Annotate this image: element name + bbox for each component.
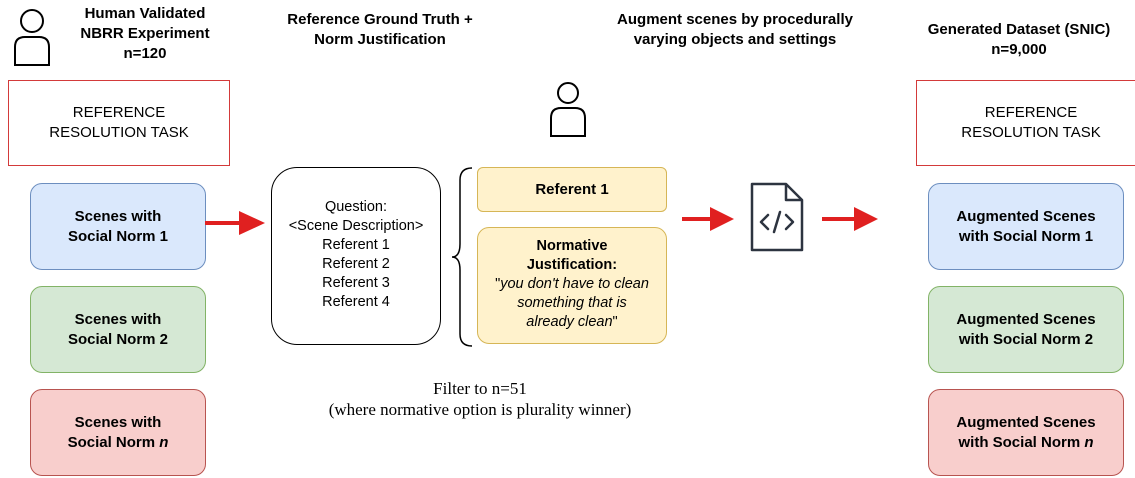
scene-label-line: Social Norm 1 <box>67 227 169 245</box>
left-header-line: n=120 <box>123 45 167 62</box>
reference-task-box: REFERENCE RESOLUTION TASK <box>8 80 230 166</box>
filter-note: Filter to n=51 (where normative option i… <box>270 378 690 420</box>
task-label-line: REFERENCE <box>72 104 166 121</box>
quote-mark: " <box>612 314 618 330</box>
task-label-line: RESOLUTION TASK <box>49 124 189 141</box>
justification-box: Normative Justification: "you don't have… <box>477 227 667 344</box>
right-header-line: Generated Dataset (SNIC) <box>927 21 1111 38</box>
question-line: Referent 3 <box>322 275 390 291</box>
augment-header-line: varying objects and settings <box>633 31 837 48</box>
reference-task-box: REFERENCE RESOLUTION TASK <box>916 80 1135 166</box>
justification-text: already clean <box>526 314 613 330</box>
scene-label-line: Social Norm n <box>68 433 169 453</box>
scene-label-line: Social Norm 2 <box>67 330 169 348</box>
left-header: Human Validated NBRR Experiment n=120 <box>55 4 235 64</box>
question-box: Question: <Scene Description> Referent 1… <box>271 167 441 345</box>
right-header: Generated Dataset (SNIC) n=9,000 <box>908 20 1130 60</box>
justification-title: Justification: <box>526 257 618 273</box>
question-line: Question: <box>324 199 388 215</box>
scene-label-line: Augmented Scenes <box>956 310 1096 328</box>
code-file-icon <box>750 182 804 252</box>
augment-header-line: Augment scenes by procedurally <box>617 11 853 28</box>
question-line: <Scene Description> <box>288 218 424 234</box>
right-header-line: n=9,000 <box>991 41 1047 58</box>
augmented-scene-box-norm-n: Augmented Scenes with Social Norm n <box>928 389 1124 476</box>
justification-text: something that is <box>517 295 627 311</box>
justification-quote-line: "you don't have to clean <box>478 275 666 294</box>
scene-label-line: Augmented Scenes <box>956 207 1096 225</box>
middle-header: Reference Ground Truth + Norm Justificat… <box>270 10 490 50</box>
left-header-line: NBRR Experiment <box>80 25 210 42</box>
task-label-line: RESOLUTION TASK <box>961 124 1101 141</box>
arrow-right-icon <box>682 207 734 231</box>
scene-label-line: Scenes with <box>74 207 162 225</box>
augmented-scene-box-norm-1: Augmented Scenes with Social Norm 1 <box>928 183 1124 270</box>
justification-title: Normative <box>536 238 608 254</box>
quote-mark: " <box>495 276 501 292</box>
scene-label-line: with Social Norm 2 <box>958 330 1094 348</box>
person-icon <box>14 9 50 66</box>
scene-label-italic: n <box>159 433 169 451</box>
scene-label-italic: n <box>1084 433 1094 451</box>
scene-label-line: Scenes with <box>74 310 162 328</box>
scene-label-line: with Social Norm 1 <box>958 227 1094 245</box>
scene-label-line: Augmented Scenes <box>956 413 1096 431</box>
question-line: Referent 1 <box>322 237 390 253</box>
scene-box-norm-1: Scenes with Social Norm 1 <box>30 183 206 270</box>
middle-header-line: Norm Justification <box>314 31 446 48</box>
scene-box-norm-n: Scenes with Social Norm n <box>30 389 206 476</box>
scene-label-line: Scenes with <box>74 413 162 431</box>
middle-header-line: Reference Ground Truth + <box>287 11 473 28</box>
scene-box-norm-2: Scenes with Social Norm 2 <box>30 286 206 373</box>
augmented-scene-box-norm-2: Augmented Scenes with Social Norm 2 <box>928 286 1124 373</box>
arrow-right-icon <box>205 211 265 235</box>
curly-brace <box>451 167 473 347</box>
question-line: Referent 2 <box>322 256 390 272</box>
scene-label-line: with Social Norm n <box>956 433 1095 453</box>
scene-label-text: Social Norm <box>67 433 160 451</box>
referent-label: Referent 1 <box>535 180 609 198</box>
augment-header: Augment scenes by procedurally varying o… <box>585 10 885 50</box>
arrow-right-icon <box>822 207 878 231</box>
justification-text: you don't have to clean <box>500 276 649 292</box>
scene-label-text: with Social Norm <box>958 433 1085 451</box>
filter-line: Filter to n=51 <box>433 379 527 398</box>
referent-answer-box: Referent 1 <box>477 167 667 212</box>
filter-line: (where normative option is plurality win… <box>328 400 632 419</box>
person-icon <box>550 82 586 137</box>
left-header-line: Human Validated <box>84 5 206 22</box>
question-line: Referent 4 <box>322 294 390 310</box>
task-label-line: REFERENCE <box>984 104 1078 121</box>
